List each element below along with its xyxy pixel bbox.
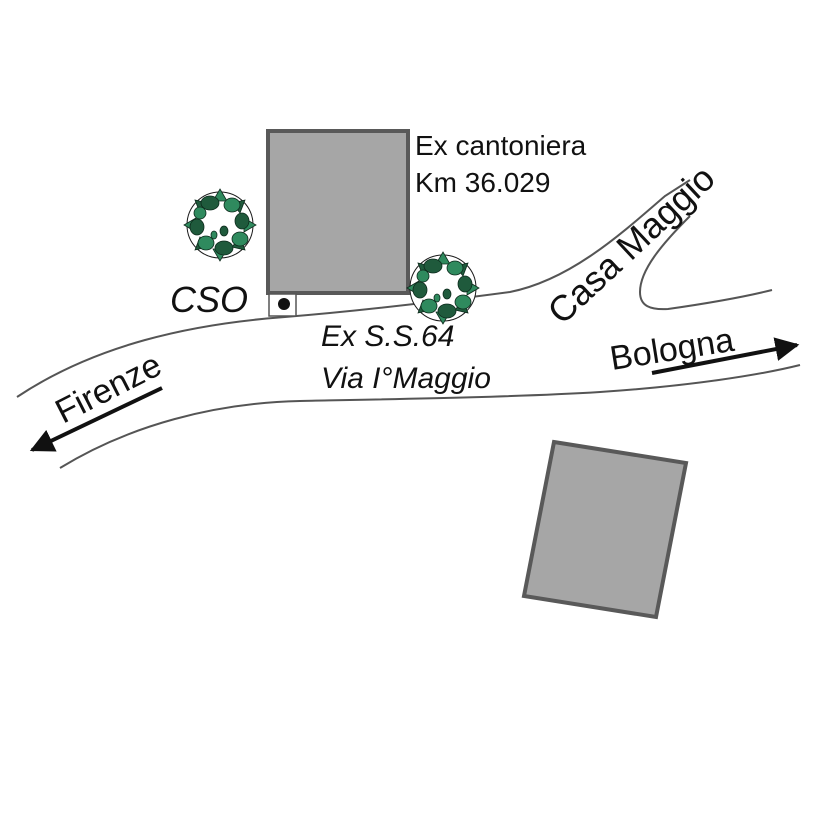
main-road-south-edge	[59, 364, 801, 469]
tree-icon	[406, 251, 480, 325]
tree-icon	[183, 188, 257, 262]
southeast-building	[521, 439, 689, 620]
ex-cantoniera-building	[266, 129, 410, 295]
road-name-label: Via I°Maggio	[321, 362, 491, 395]
road-code-label: Ex S.S.64	[321, 320, 454, 353]
main-road-north-edge	[16, 179, 691, 398]
side-road-west-edge	[638, 215, 773, 311]
dot-marker-icon	[278, 298, 290, 310]
direction-arrow-icon	[29, 386, 163, 452]
cso-label: CSO	[170, 279, 248, 320]
direction-west-label: Firenze	[49, 346, 167, 431]
direction-arrow-icon	[651, 337, 800, 375]
building-name-label: Ex cantoniera	[415, 130, 587, 161]
building-km-label: Km 36.029	[415, 167, 550, 198]
